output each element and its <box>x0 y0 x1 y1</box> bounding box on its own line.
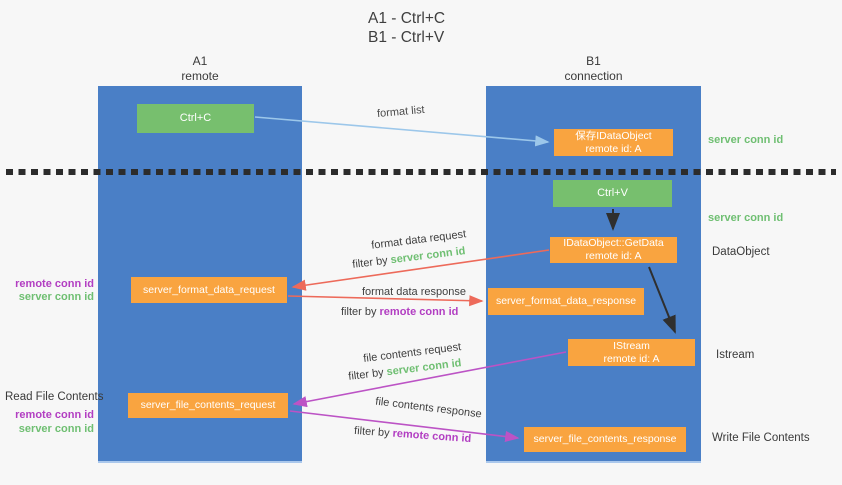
annotation-server-conn-id-left-1: server conn id <box>18 291 94 303</box>
node-server-file-contents-response-label: server_file_contents_response <box>533 433 677 445</box>
arrow-getdata-to-istream <box>648 266 676 334</box>
filter-key-remote-conn-id: remote conn id <box>379 306 459 318</box>
arrow-file-contents-request <box>292 351 567 408</box>
arrow-format-data-request <box>291 249 550 291</box>
arrow-file-contents-response <box>289 410 520 443</box>
annotation-dataobject: DataObject <box>712 246 770 258</box>
node-save-idataobject-line1: 保存IDataObject <box>575 129 652 142</box>
lifeline-b-header: B1 connection <box>486 54 701 84</box>
node-ctrl-v-label: Ctrl+V <box>597 187 628 199</box>
node-server-format-data-request-label: server_format_data_request <box>143 283 275 296</box>
annotation-server-conn-id-mid: server conn id <box>708 212 784 224</box>
node-istream-line1: IStream <box>613 339 650 352</box>
label-filter-format-response: filter by remote conn id <box>341 306 458 318</box>
node-server-file-contents-response: server_file_contents_response <box>524 427 686 452</box>
machine-separator-dotted-line <box>6 169 836 175</box>
annotation-server-conn-id-top: server conn id <box>708 134 784 146</box>
arrow-format-list <box>254 116 550 147</box>
node-getdata-line1: IDataObject::GetData <box>563 237 664 249</box>
node-save-idataobject: 保存IDataObject remote id: A <box>554 129 673 156</box>
node-server-format-data-response-label: server_format_data_response <box>495 295 637 307</box>
filter-by-text: filter by <box>341 306 380 318</box>
lifeline-a-role: remote <box>181 69 219 83</box>
node-istream: IStream remote id: A <box>568 339 695 366</box>
node-server-format-data-response: server_format_data_response <box>488 288 644 315</box>
node-save-idataobject-line2: remote id: A <box>585 142 642 155</box>
annotation-server-conn-id-left-2: server conn id <box>18 423 94 435</box>
node-server-format-data-request: server_format_data_request <box>131 277 287 303</box>
title-line-2: B1 - Ctrl+V <box>368 29 445 46</box>
diagram-title: A1 - Ctrl+C B1 - Ctrl+V <box>368 9 445 47</box>
annotation-remote-conn-id-1: remote conn id <box>15 278 94 290</box>
annotation-write-file-contents: Write File Contents <box>712 432 810 444</box>
title-line-1: A1 - Ctrl+C <box>368 10 446 27</box>
lifeline-a-name: A1 <box>192 54 208 68</box>
annotation-istream: Istream <box>716 349 755 361</box>
node-idataobject-getdata: IDataObject::GetData remote id: A <box>550 237 677 263</box>
node-server-file-contents-request: server_file_contents_request <box>128 393 288 418</box>
annotation-remote-conn-id-2: remote conn id <box>15 409 94 421</box>
lifeline-b-name: B1 <box>586 54 601 68</box>
node-ctrl-c-label: Ctrl+C <box>179 112 212 124</box>
lifeline-b-role: connection <box>564 69 623 83</box>
node-istream-line2: remote id: A <box>603 352 660 365</box>
lifeline-a-header: A1 remote <box>98 54 302 84</box>
node-ctrl-v: Ctrl+V <box>553 180 672 207</box>
node-ctrl-c: Ctrl+C <box>137 104 254 133</box>
node-server-file-contents-request-label: server_file_contents_request <box>140 399 276 411</box>
arrow-format-data-response <box>287 295 484 307</box>
label-format-data-response: format data response <box>362 286 466 298</box>
annotation-read-file-contents: Read File Contents <box>5 391 104 403</box>
node-getdata-line2: remote id: A <box>585 250 642 262</box>
